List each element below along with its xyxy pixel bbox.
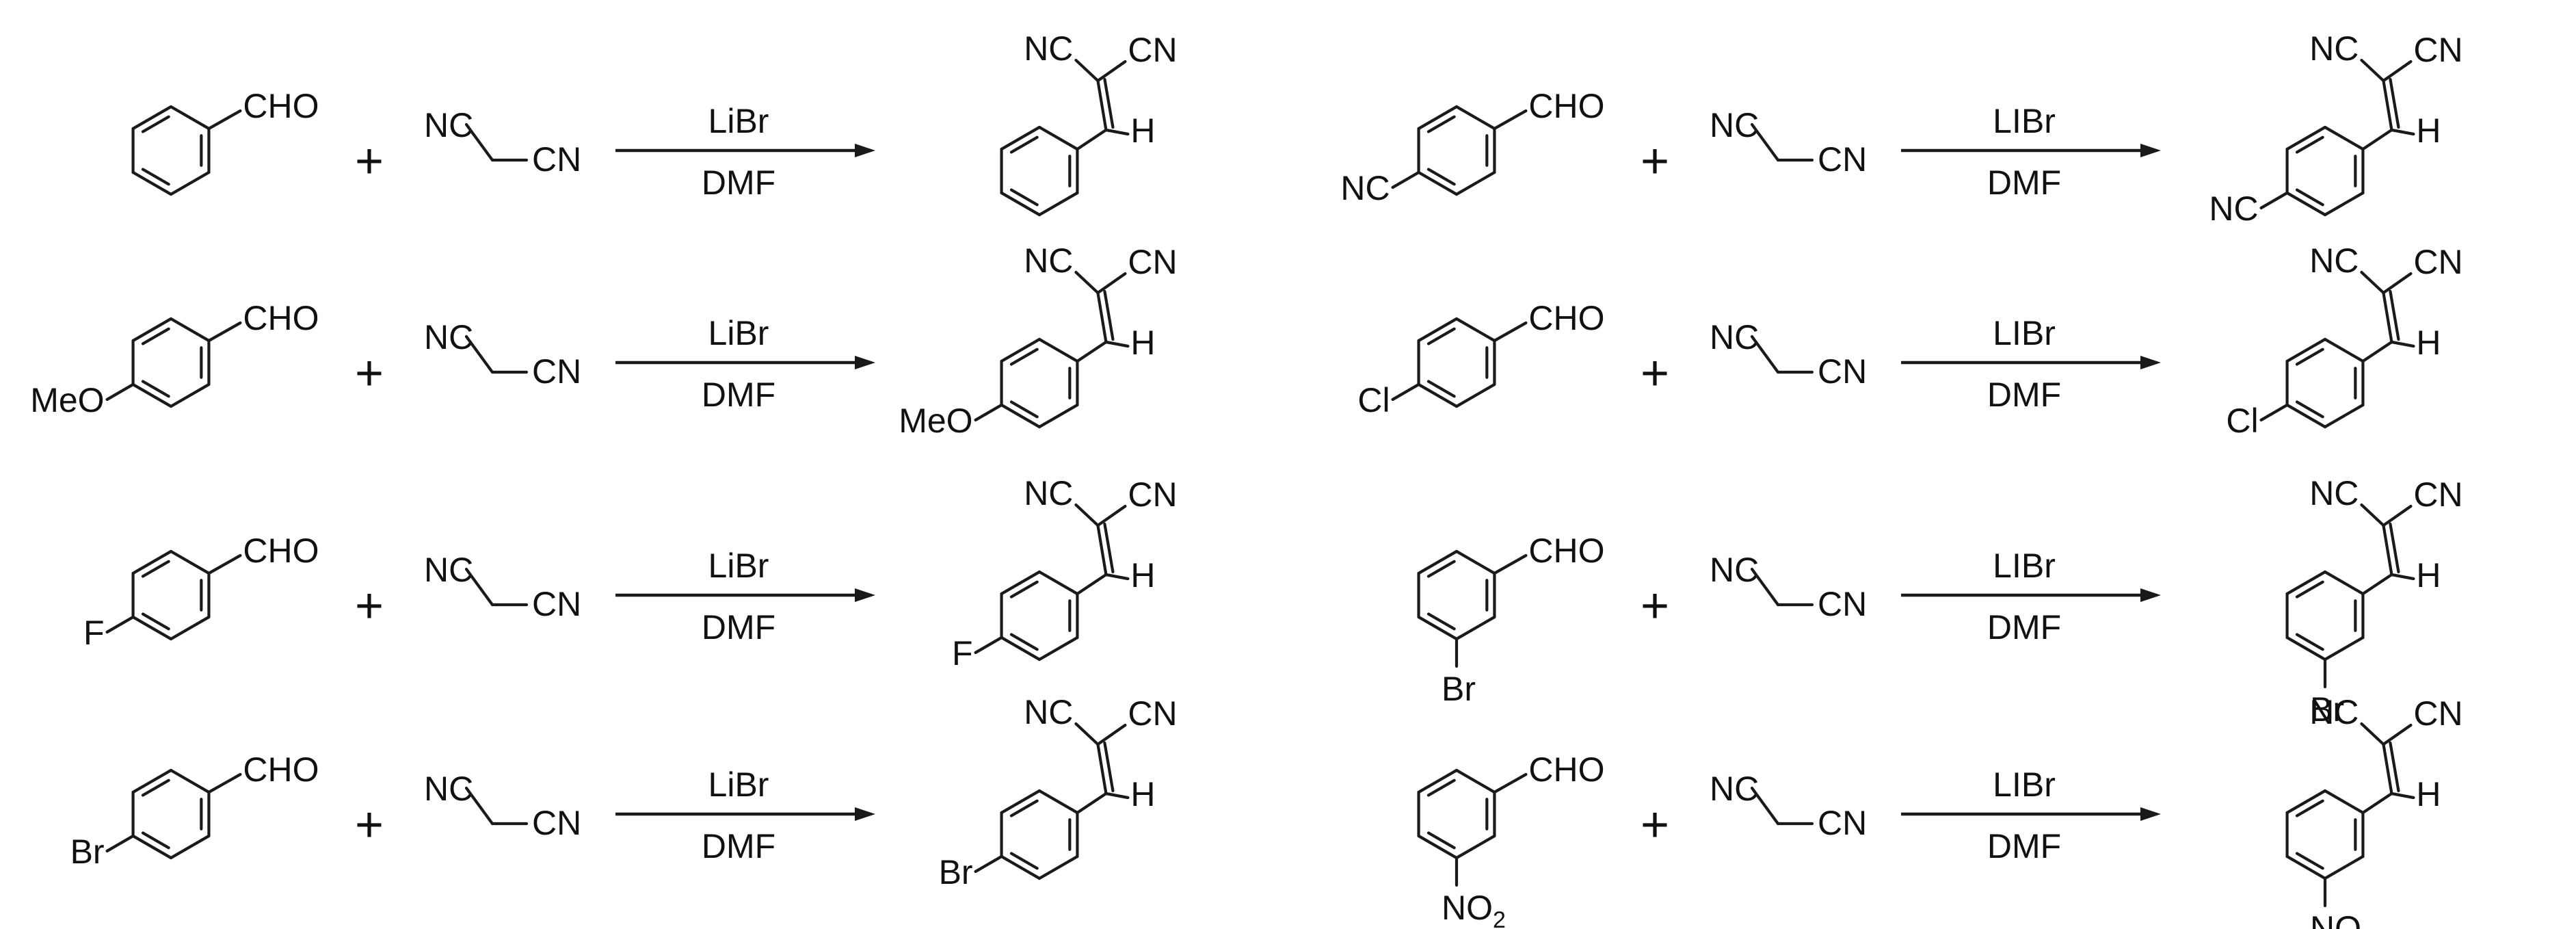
product-substituent: Br [2310, 690, 2344, 729]
product-nc-label: NC [2309, 29, 2359, 68]
product-cn-label: CN [1128, 31, 1177, 69]
malononitrile-cn-label: CN [1818, 140, 1867, 179]
arrow-head [2140, 144, 2161, 157]
product-substituent: NC [2209, 189, 2258, 228]
hydrogen-label: H [2416, 775, 2441, 813]
malononitrile-cn-label: CN [532, 585, 581, 623]
arrow-head [855, 356, 875, 369]
plus-sign: + [355, 346, 384, 401]
aldehyde-label: CHO [243, 87, 319, 125]
product-cn-label: CN [1128, 694, 1177, 733]
reagent-label: LIBr [1993, 547, 2056, 585]
solvent-label: DMF [1987, 827, 2061, 865]
product-substituent: F [952, 634, 973, 672]
plus-sign: + [1641, 346, 1669, 401]
reagent-label: LIBr [1993, 102, 2056, 140]
plus-sign: + [355, 798, 384, 852]
plus-sign: + [1641, 798, 1669, 852]
solvent-label: DMF [702, 608, 775, 646]
hydrogen-label: H [2416, 556, 2441, 594]
hydrogen-label: H [1130, 775, 1155, 813]
plus-sign: + [355, 579, 384, 633]
product-cn-label: CN [2413, 243, 2462, 281]
product-nc-label: NC [1024, 29, 1073, 68]
aldehyde-label: CHO [1528, 87, 1604, 125]
arrow-head [855, 144, 875, 157]
malononitrile-cn-label: CN [532, 804, 581, 842]
reactant-substituent: Br [1442, 670, 1476, 708]
reactant-substituent: NC [1340, 169, 1390, 207]
product-cn-label: CN [2413, 475, 2462, 514]
plus-sign: + [1641, 579, 1669, 633]
product-substituent: NO2 [2310, 909, 2374, 929]
reactant-substituent: Br [70, 833, 105, 871]
aldehyde-label: CHO [1528, 750, 1604, 789]
reagent-label: LiBr [708, 314, 769, 352]
solvent-label: DMF [1987, 608, 2061, 646]
reactant-substituent: NO2 [1442, 889, 1506, 929]
product-nc-label: NC [1024, 693, 1073, 731]
product-cn-label: CN [2413, 694, 2462, 733]
product-nc-label: NC [2309, 241, 2359, 280]
product-cn-label: CN [1128, 475, 1177, 514]
reagent-label: LiBr [708, 547, 769, 585]
product-cn-label: CN [1128, 243, 1177, 281]
arrow-head [855, 807, 875, 821]
plus-sign: + [355, 134, 384, 189]
reactant-substituent: MeO [30, 381, 104, 419]
hydrogen-label: H [2416, 112, 2441, 150]
product-nc-label: NC [2309, 693, 2359, 731]
plus-sign: + [1641, 134, 1669, 189]
hydrogen-label: H [2416, 324, 2441, 362]
malononitrile-cn-label: CN [1818, 352, 1867, 391]
reagent-label: LIBr [1993, 766, 2056, 804]
malononitrile-cn-label: CN [532, 352, 581, 391]
product-substituent: Br [939, 853, 973, 891]
product-nc-label: NC [2309, 474, 2359, 512]
hydrogen-label: H [1130, 556, 1155, 594]
product-substituent: MeO [899, 402, 972, 440]
reagent-label: LiBr [708, 766, 769, 804]
aldehyde-label: CHO [243, 532, 319, 570]
reactant-substituent: Cl [1357, 381, 1390, 419]
solvent-label: DMF [702, 827, 775, 865]
arrow-head [2140, 588, 2161, 602]
product-cn-label: CN [2413, 31, 2462, 69]
malononitrile-cn-label: CN [1818, 804, 1867, 842]
hydrogen-label: H [1130, 112, 1155, 150]
solvent-label: DMF [1987, 376, 2061, 414]
hydrogen-label: H [1130, 324, 1155, 362]
product-nc-label: NC [1024, 241, 1073, 280]
arrow-head [855, 588, 875, 602]
reagent-label: LiBr [708, 102, 769, 140]
product-nc-label: NC [1024, 474, 1073, 512]
reactant-substituent: F [83, 614, 105, 652]
solvent-label: DMF [1987, 163, 2061, 202]
malononitrile-cn-label: CN [532, 140, 581, 179]
solvent-label: DMF [702, 376, 775, 414]
aldehyde-label: CHO [1528, 532, 1604, 570]
arrow-head [2140, 807, 2161, 821]
aldehyde-label: CHO [243, 750, 319, 789]
aldehyde-label: CHO [1528, 299, 1604, 337]
product-substituent: Cl [2226, 402, 2258, 440]
solvent-label: DMF [702, 163, 775, 202]
reagent-label: LIBr [1993, 314, 2056, 352]
arrow-head [2140, 356, 2161, 369]
malononitrile-cn-label: CN [1818, 585, 1867, 623]
aldehyde-label: CHO [243, 299, 319, 337]
